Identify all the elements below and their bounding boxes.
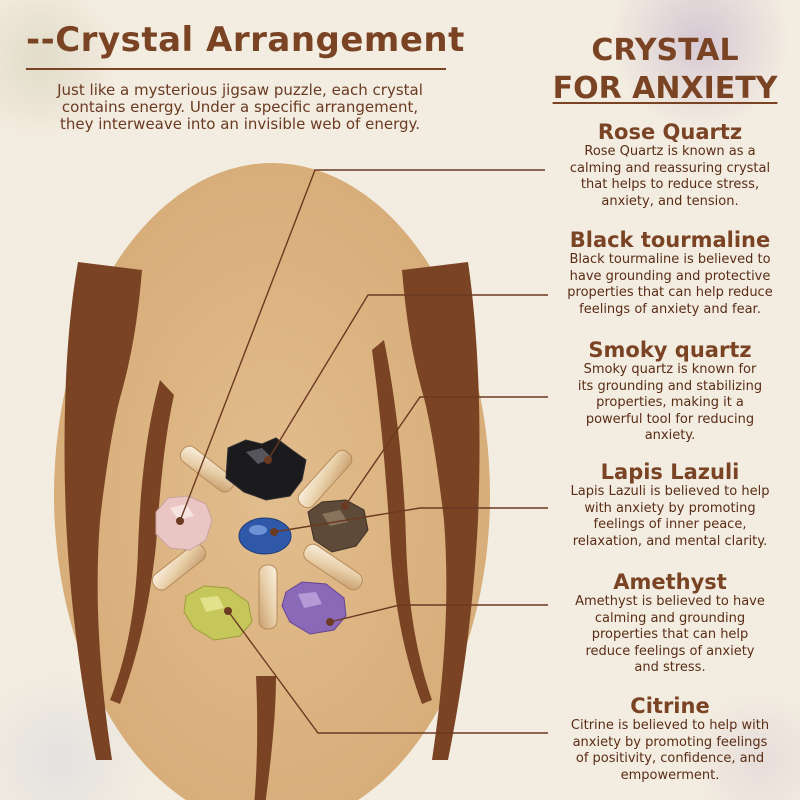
right-title-line2: FOR ANXIETY [552, 71, 778, 106]
desc-line: feelings of inner peace, [593, 517, 747, 533]
intro-line: they interweave into an invisible web of… [59, 115, 421, 133]
desc-line: anxiety. [644, 428, 696, 444]
desc-line: have grounding and protective [569, 268, 771, 284]
crystal-entry-lapis-lazuli: Lapis Lazuli Lapis Lazuli is believed to… [545, 460, 795, 550]
desc-line: anxiety, and tension. [601, 193, 739, 209]
desc-line: of positivity, confidence, and [575, 751, 765, 767]
crystal-name: Smoky quartz [588, 338, 752, 362]
crystal-description: Black tourmaline is believed to have gro… [545, 252, 795, 318]
crystal-entry-rose-quartz: Rose Quartz Rose Quartz is known as a ca… [545, 120, 795, 210]
desc-line: Amethyst is believed to have [575, 594, 765, 609]
clear-quartz-points [151, 445, 363, 630]
crystal-description: Rose Quartz is known as a calming and re… [545, 144, 795, 210]
intro-line: Just like a mysterious jigsaw puzzle, ea… [57, 81, 423, 99]
leader-dot [270, 528, 278, 536]
leader-line-black-tourmaline [267, 294, 548, 461]
title-underline [26, 68, 446, 70]
crystal-name: Amethyst [613, 570, 727, 594]
leader-lines [179, 169, 548, 734]
desc-line: and stress. [634, 660, 706, 676]
desc-line: empowerment. [620, 767, 720, 783]
leader-dot [341, 502, 349, 510]
leader-line-amethyst [329, 604, 548, 623]
desc-line: reduce feelings of anxiety [585, 643, 755, 659]
clear-quartz-point [258, 564, 278, 630]
rose-quartz-crystal [155, 495, 213, 551]
crystal-description: Amethyst is believed to have calming and… [545, 594, 795, 677]
torso-silhouette [64, 262, 480, 800]
clear-quartz-point [151, 543, 207, 591]
page-title: --Crystal Arrangement [26, 20, 465, 60]
desc-line: properties that can help [591, 627, 749, 643]
amethyst-highlight [298, 592, 322, 608]
crystal-name: Rose Quartz [597, 120, 743, 144]
crystal-description: Smoky quartz is known for its grounding … [545, 362, 795, 445]
desc-line: calming and grounding [594, 610, 746, 626]
leader-line-citrine [227, 610, 548, 734]
desc-line: powerful tool for reducing [585, 411, 755, 427]
clear-quartz-point [303, 543, 363, 591]
intro-text: Just like a mysterious jigsaw puzzle, ea… [20, 82, 460, 133]
leader-dot [326, 618, 334, 626]
desc-line: Lapis Lazuli is believed to help [570, 484, 770, 499]
leader-line-lapis-lazuli [273, 507, 548, 533]
desc-line: Rose Quartz is known as a [584, 144, 756, 159]
desc-line: anxiety by promoting feelings [572, 734, 768, 750]
leader-line-smoky-quartz [344, 396, 548, 507]
right-title: CRYSTAL FOR ANXIETY [540, 32, 790, 108]
lapis-lazuli-crystal [238, 517, 292, 555]
crystal-entry-amethyst: Amethyst Amethyst is believed to have ca… [545, 570, 795, 677]
crystal-name: Lapis Lazuli [600, 460, 740, 484]
desc-line: calming and reassuring crystal [569, 160, 771, 176]
desc-line: Citrine is believed to help with [570, 718, 770, 733]
smoky-quartz-crystal [307, 499, 369, 553]
leader-dot [224, 607, 232, 615]
rose-quartz-highlight [170, 504, 194, 520]
leader-dot [176, 517, 184, 525]
desc-line: with anxiety by promoting [584, 500, 756, 516]
clear-quartz-point [179, 445, 235, 493]
intro-line: contains energy. Under a specific arrang… [61, 98, 419, 116]
crystal-description: Citrine is believed to help with anxiety… [545, 718, 795, 784]
desc-line: properties, making it a [596, 395, 744, 411]
smoky-quartz-highlight [322, 510, 348, 526]
crystal-entry-smoky-quartz: Smoky quartz Smoky quartz is known for i… [545, 338, 795, 445]
desc-line: that helps to reduce stress, [580, 177, 760, 193]
desc-line: feelings of anxiety and fear. [579, 301, 761, 317]
clear-quartz-point [297, 449, 353, 509]
desc-line: Smoky quartz is known for [583, 362, 757, 377]
desc-line: properties that can help reduce [567, 285, 773, 301]
desc-line: Black tourmaline is believed to [569, 252, 771, 267]
lapis-lazuli-highlight [249, 525, 267, 535]
desc-line: relaxation, and mental clarity. [572, 533, 768, 549]
desc-line: its grounding and stabilizing [577, 378, 763, 394]
crystal-description: Lapis Lazuli is believed to help with an… [545, 484, 795, 550]
crystal-entry-citrine: Citrine Citrine is believed to help with… [545, 694, 795, 784]
right-title-line1: CRYSTAL [591, 33, 739, 68]
leader-line-rose-quartz [179, 169, 545, 522]
crystal-name: Black tourmaline [569, 228, 771, 252]
leader-dots [176, 456, 349, 626]
crystal-name: Citrine [630, 694, 710, 718]
black-tourmaline-crystal [225, 437, 307, 501]
leader-dot [264, 456, 272, 464]
citrine-highlight [200, 596, 224, 612]
crystal-entry-black-tourmaline: Black tourmaline Black tourmaline is bel… [545, 228, 795, 318]
